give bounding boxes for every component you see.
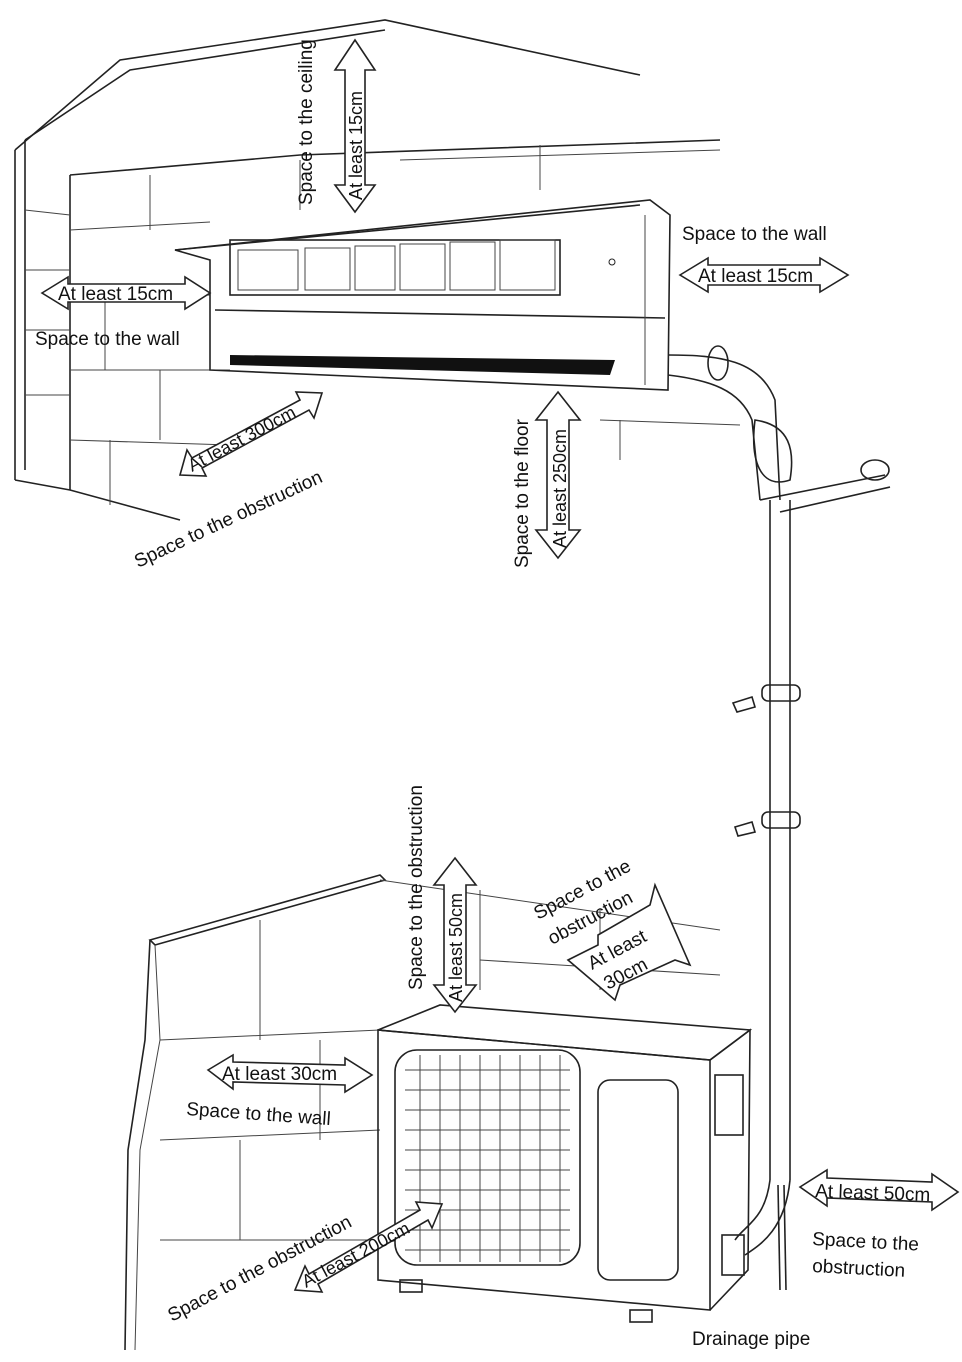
drainage-pipe-label: Drainage pipe	[692, 1329, 810, 1350]
ceiling-space-label: Space to the ceiling	[296, 39, 317, 205]
right-wall-min-label: At least 15cm	[698, 266, 813, 287]
outdoor-unit	[377, 1004, 753, 1323]
ceiling-arrow	[333, 38, 377, 214]
outdoor-wall-arrow	[206, 1053, 374, 1094]
left-wall-space-label: Space to the wall	[35, 329, 180, 350]
outdoor-side-space-label-2: obstruction	[812, 1256, 906, 1282]
left-wall-min-label: At least 15cm	[58, 284, 173, 305]
clearance-arrows	[40, 38, 960, 1293]
ceiling-min-label: At least 15cm	[346, 91, 366, 200]
outdoor-back-arrow	[566, 882, 692, 1002]
outdoor-wall-min-label: At least 30cm	[222, 1064, 337, 1085]
room-walls	[14, 19, 741, 521]
indoor-unit	[174, 199, 671, 391]
floor-arrow	[534, 390, 582, 560]
floor-space-label: Space to the floor	[512, 418, 533, 568]
outdoor-top-arrow	[432, 856, 478, 1014]
outdoor-side-min-label: At least 50cm	[815, 1181, 931, 1206]
outdoor-side-space-label-1: Space to the	[812, 1229, 920, 1256]
front-obstruction-arrow	[178, 391, 324, 477]
right-wall-space-label: Space to the wall	[682, 224, 827, 245]
outdoor-wall-space-label: Space to the wall	[186, 1099, 332, 1130]
outdoor-top-space-label: Space to the obstruction	[406, 785, 427, 990]
right-wall-arrow	[678, 256, 850, 294]
front-obstruction-min-label: At least 300cm	[184, 402, 299, 476]
outdoor-front-arrow	[293, 1201, 444, 1293]
outdoor-top-min-label: At least 50cm	[446, 893, 466, 1002]
outdoor-side-arrow	[798, 1168, 960, 1212]
front-obstruction-space-label: Space to the obstruction	[131, 467, 326, 573]
refrigerant-piping	[667, 345, 891, 1291]
clearance-labels: Space to the ceiling At least 15cm At le…	[35, 39, 931, 1350]
left-wall-arrow	[40, 275, 212, 311]
floor-min-label: At least 250cm	[550, 429, 570, 548]
